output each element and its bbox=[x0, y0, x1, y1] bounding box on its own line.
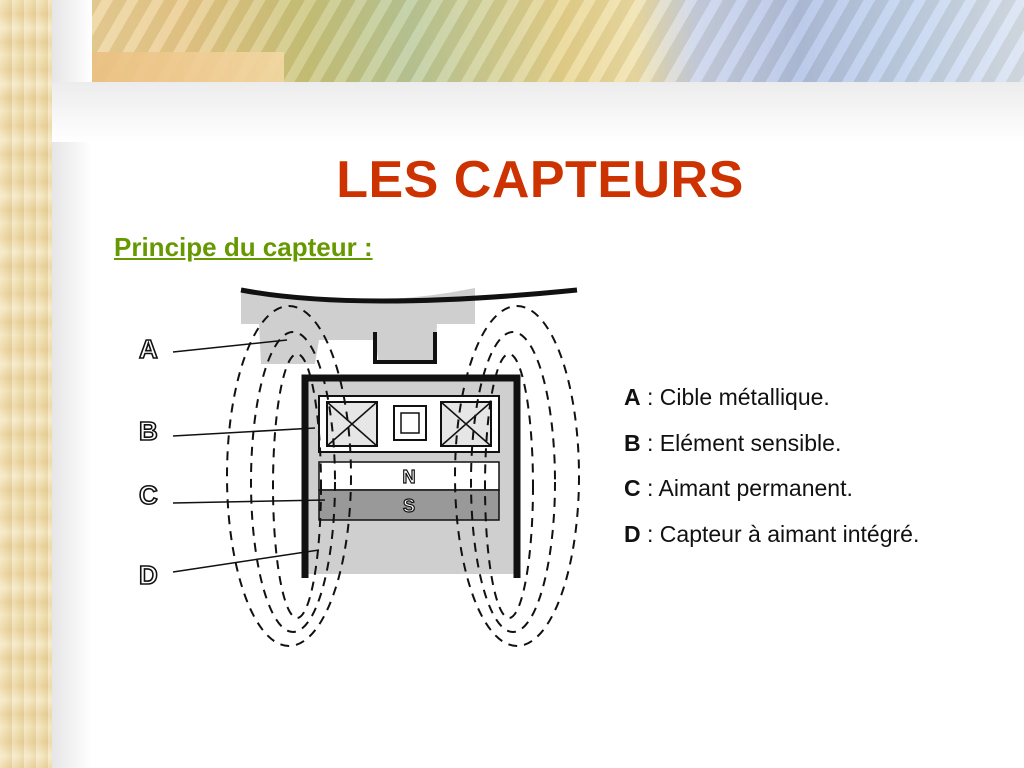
slide-subtitle: Principe du capteur : bbox=[114, 232, 373, 262]
leader-lines bbox=[172, 339, 326, 573]
banner-shadow bbox=[52, 82, 1024, 142]
field-line-right-inner bbox=[484, 353, 534, 619]
target-notch bbox=[373, 332, 437, 364]
cell-left-cross bbox=[326, 401, 378, 447]
legend-text: : Cible métallique. bbox=[640, 384, 830, 410]
leader-b bbox=[172, 427, 316, 437]
housing-outline bbox=[301, 374, 521, 578]
label-d: D bbox=[139, 560, 158, 590]
sensor-diagram: N S A B C D bbox=[137, 282, 597, 658]
slide-title: LES CAPTEURS bbox=[336, 151, 744, 209]
leader-d bbox=[172, 549, 320, 573]
field-line-left-outer bbox=[226, 305, 352, 647]
cell-right-cross bbox=[440, 401, 492, 447]
magnet-north bbox=[318, 461, 500, 491]
legend-key: C bbox=[624, 475, 641, 502]
target-top-edge bbox=[240, 287, 578, 304]
field-line-right-mid bbox=[470, 331, 556, 633]
decorative-left-strip bbox=[0, 0, 52, 768]
leader-c bbox=[172, 499, 326, 504]
legend-text: : Aimant permanent. bbox=[640, 475, 853, 502]
chip-core bbox=[400, 412, 420, 434]
legend-item-a: A : Cible métallique. bbox=[624, 384, 924, 412]
field-lines bbox=[226, 305, 580, 647]
field-line-left-mid bbox=[250, 331, 336, 633]
legend-text: : Capteur à aimant intégré. bbox=[640, 520, 920, 547]
field-line-right-outer bbox=[454, 305, 580, 647]
legend-item-b: B : Elément sensible. bbox=[624, 430, 924, 458]
south-label: S bbox=[403, 496, 415, 516]
legend-item-d: D : Capteur à aimant intégré. bbox=[624, 521, 924, 549]
legend-text: : Elément sensible. bbox=[640, 429, 842, 456]
label-b: B bbox=[139, 416, 158, 446]
field-line-left-inner bbox=[272, 353, 322, 619]
chip-icon bbox=[393, 405, 427, 441]
leader-a bbox=[172, 339, 288, 353]
legend-key: A bbox=[624, 384, 641, 410]
label-c: C bbox=[139, 480, 158, 510]
legend-key: B bbox=[624, 429, 641, 456]
legend-key: D bbox=[624, 520, 641, 547]
label-a: A bbox=[139, 334, 158, 364]
sensor-diagram-svg: N S A B C D bbox=[138, 287, 580, 647]
legend: A : Cible métallique. B : Elément sensib… bbox=[624, 384, 924, 566]
north-label: N bbox=[403, 467, 416, 487]
metal-target bbox=[241, 288, 475, 364]
legend-item-c: C : Aimant permanent. bbox=[624, 475, 924, 503]
